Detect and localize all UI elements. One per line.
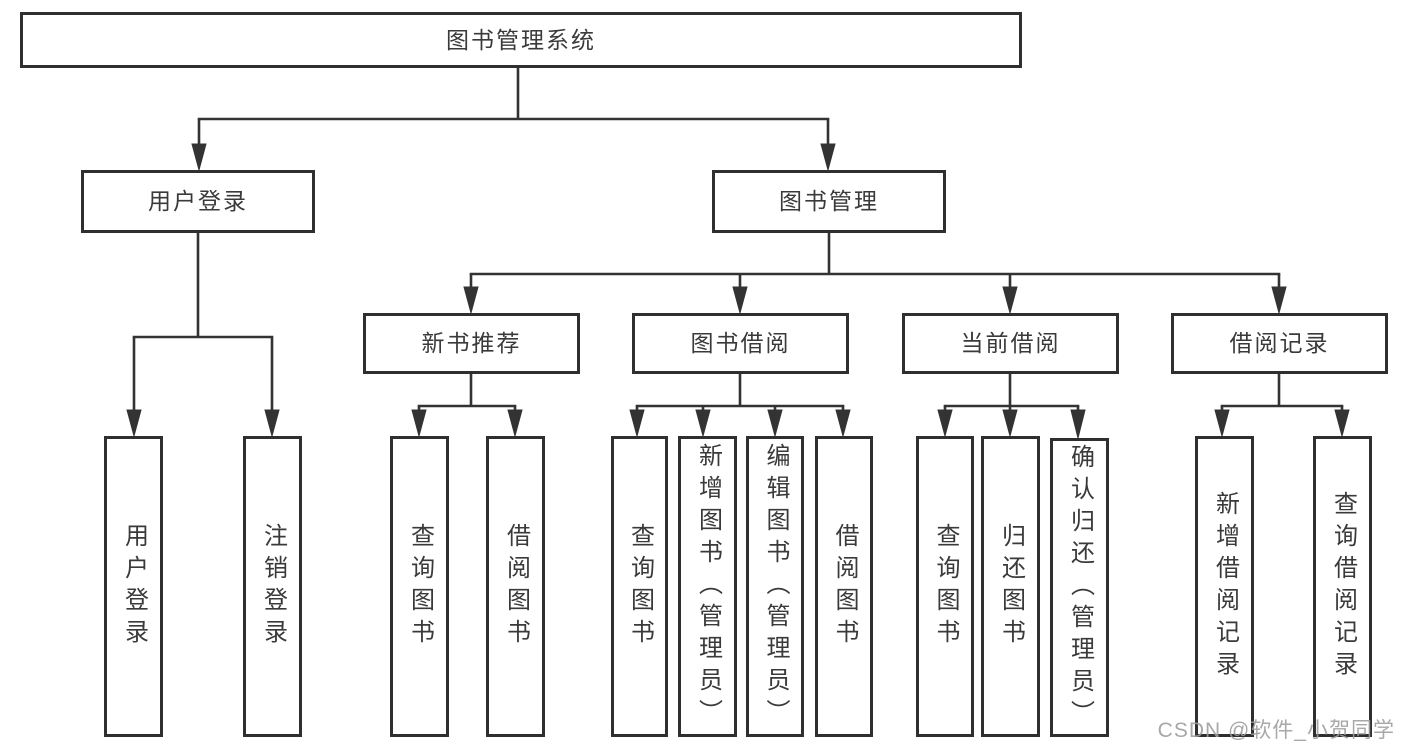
leaf-return-book: 归还图书 xyxy=(981,436,1040,737)
node-book-borrowing: 图书借阅 xyxy=(632,313,849,374)
leaf-query-books-recommend: 查询图书 xyxy=(390,436,449,737)
arrowhead-icon xyxy=(191,143,207,172)
node-book-management: 图书管理 xyxy=(712,170,946,233)
node-label: 当前借阅 xyxy=(960,330,1061,356)
arrowhead-icon xyxy=(767,409,783,438)
leaf-query-books-current: 查询图书 xyxy=(916,436,974,737)
node-label: 确认归还（管理员） xyxy=(1066,443,1094,732)
node-user-login: 用户登录 xyxy=(81,170,315,233)
arrowhead-icon xyxy=(937,409,953,438)
node-label: 借阅图书 xyxy=(831,522,858,651)
leaf-logout: 注销登录 xyxy=(243,436,302,737)
node-label: 编辑图书（管理员） xyxy=(762,442,789,731)
arrowhead-icon xyxy=(1214,409,1230,438)
node-label: 查询图书 xyxy=(406,522,434,651)
node-current-borrowing: 当前借阅 xyxy=(902,313,1119,374)
arrowhead-icon xyxy=(835,409,851,438)
node-label: 借阅记录 xyxy=(1229,330,1330,356)
leaf-add-book-admin: 新增图书（管理员） xyxy=(678,436,737,737)
arrowhead-icon xyxy=(695,409,711,438)
arrowhead-icon xyxy=(629,409,645,438)
node-label: 新书推荐 xyxy=(421,330,522,356)
node-label: 图书管理系统 xyxy=(446,26,596,53)
leaf-borrow-books-recommend: 借阅图书 xyxy=(486,436,545,737)
node-label: 注销登录 xyxy=(259,522,287,651)
arrowhead-icon xyxy=(507,409,523,438)
node-label: 归还图书 xyxy=(997,522,1025,651)
node-label: 用户登录 xyxy=(120,522,148,651)
leaf-edit-book-admin: 编辑图书（管理员） xyxy=(746,436,804,737)
leaf-confirm-return-admin: 确认归还（管理员） xyxy=(1050,438,1109,737)
leaf-user-login: 用户登录 xyxy=(104,436,163,737)
leaf-borrow-books-borrowing: 借阅图书 xyxy=(815,436,873,737)
csdn-watermark: CSDN @软件_小贺同学 xyxy=(1157,719,1395,742)
node-label: 查询借阅记录 xyxy=(1329,490,1357,683)
leaf-query-borrow-record: 查询借阅记录 xyxy=(1313,436,1372,737)
node-borrowing-records: 借阅记录 xyxy=(1171,313,1388,374)
arrowhead-icon xyxy=(1002,286,1018,315)
node-library-system: 图书管理系统 xyxy=(20,12,1022,68)
arrowhead-icon xyxy=(1271,286,1287,315)
arrowhead-icon xyxy=(411,409,427,438)
arrowhead-icon xyxy=(1070,409,1086,439)
node-label: 查询图书 xyxy=(626,522,654,651)
leaf-add-borrow-record: 新增借阅记录 xyxy=(1195,436,1254,737)
node-label: 用户登录 xyxy=(148,188,248,214)
arrowhead-icon xyxy=(126,409,142,438)
arrowhead-icon xyxy=(1334,409,1350,438)
node-label: 图书借阅 xyxy=(690,330,791,356)
node-label: 新增借阅记录 xyxy=(1211,490,1239,683)
leaf-query-books-borrowing: 查询图书 xyxy=(611,436,668,737)
node-label: 借阅图书 xyxy=(502,522,530,651)
node-new-book-recommendation: 新书推荐 xyxy=(363,313,580,374)
node-label: 图书管理 xyxy=(779,188,879,214)
node-label: 新增图书（管理员） xyxy=(694,442,722,731)
arrowhead-icon xyxy=(1002,409,1018,438)
arrowhead-icon xyxy=(463,286,479,315)
arrowhead-icon xyxy=(820,143,836,172)
arrowhead-icon xyxy=(732,286,748,315)
node-label: 查询图书 xyxy=(932,522,959,651)
arrowhead-icon xyxy=(264,409,280,438)
